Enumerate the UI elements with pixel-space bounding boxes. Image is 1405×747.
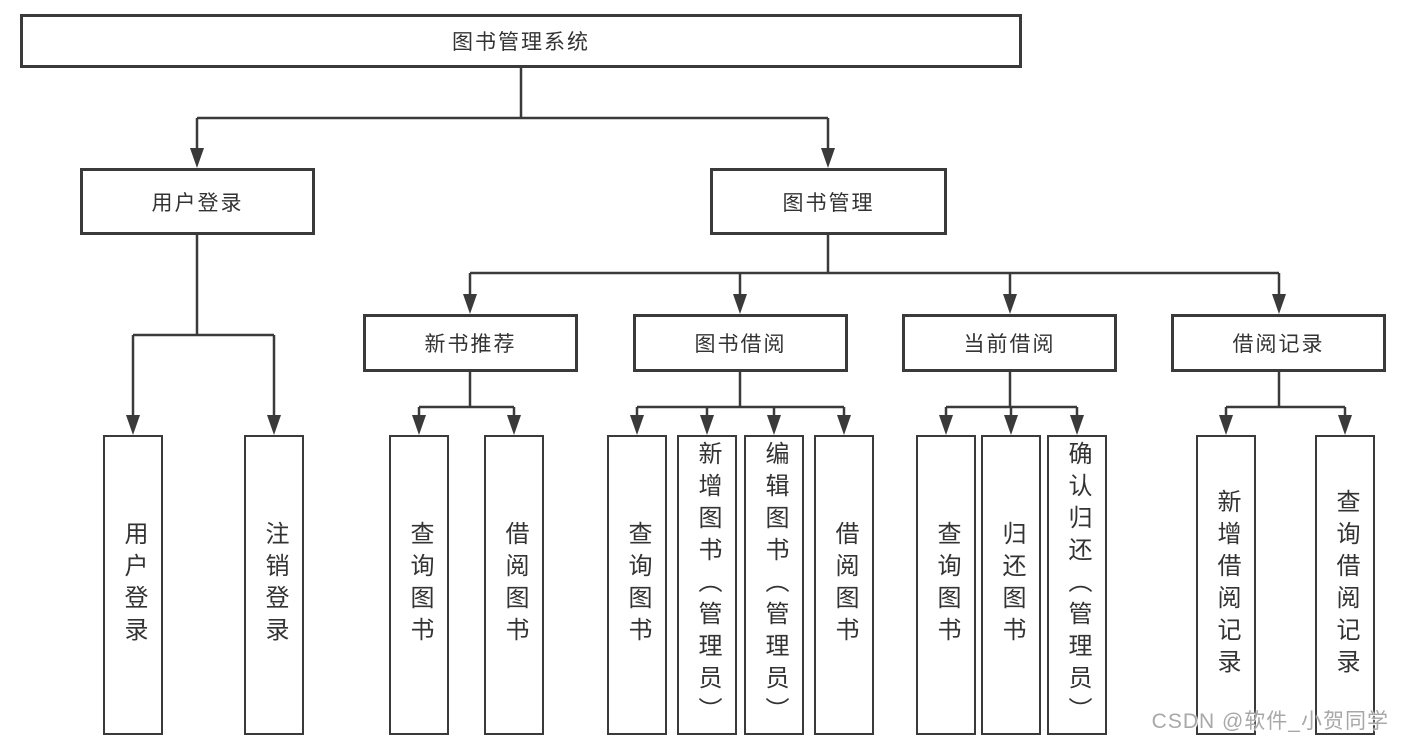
leaf-add-borrow-record-label: 新增借阅记录 [1213, 489, 1240, 681]
node-borrowing-records: 借阅记录 [1171, 314, 1386, 372]
leaf-query-borrow-record: 查询借阅记录 [1315, 435, 1375, 735]
leaf-add-books-admin-label: 新增图书（管理员） [694, 441, 721, 729]
leaf-borrowing-query-books-label: 查询图书 [624, 521, 651, 649]
node-book-management: 图书管理 [710, 168, 947, 235]
leaf-current-query-books: 查询图书 [916, 435, 976, 735]
node-borrowing-records-label: 借阅记录 [1232, 333, 1325, 356]
leaf-user-login: 用户登录 [103, 435, 163, 735]
node-new-book-recommendation-label: 新书推荐 [424, 333, 517, 356]
node-user-login-label: 用户登录 [151, 191, 244, 215]
leaf-borrowing-query-books: 查询图书 [607, 435, 667, 735]
leaf-edit-books-admin: 编辑图书（管理员） [744, 435, 804, 735]
leaf-recommend-borrow-books-label: 借阅图书 [501, 521, 528, 649]
leaf-edit-books-admin-label: 编辑图书（管理员） [761, 441, 788, 729]
leaf-logout-label: 注销登录 [261, 521, 288, 649]
leaf-current-query-books-label: 查询图书 [933, 521, 960, 649]
leaf-logout: 注销登录 [244, 435, 304, 735]
leaf-user-login-label: 用户登录 [120, 521, 147, 649]
leaf-confirm-return-admin-label: 确认归还（管理员） [1064, 441, 1091, 729]
leaf-recommend-borrow-books: 借阅图书 [484, 435, 544, 735]
leaf-add-books-admin: 新增图书（管理员） [677, 435, 737, 735]
leaf-return-books-label: 归还图书 [998, 521, 1025, 649]
node-book-borrowing-label: 图书借阅 [694, 333, 787, 356]
node-root-label: 图书管理系统 [452, 31, 590, 54]
node-book-management-label: 图书管理 [782, 191, 875, 215]
csdn-watermark: CSDN @软件_小贺同学 [1151, 710, 1389, 733]
node-root: 图书管理系统 [20, 14, 1022, 68]
leaf-borrowing-borrow-books: 借阅图书 [814, 435, 874, 735]
leaf-return-books: 归还图书 [981, 435, 1041, 735]
node-user-login: 用户登录 [80, 168, 315, 235]
node-new-book-recommendation: 新书推荐 [363, 314, 578, 372]
node-current-borrowing: 当前借阅 [902, 314, 1117, 372]
leaf-confirm-return-admin: 确认归还（管理员） [1047, 435, 1107, 735]
leaf-recommend-query-books: 查询图书 [389, 435, 449, 735]
node-book-borrowing: 图书借阅 [633, 314, 848, 372]
leaf-borrowing-borrow-books-label: 借阅图书 [831, 521, 858, 649]
leaf-recommend-query-books-label: 查询图书 [406, 521, 433, 649]
leaf-query-borrow-record-label: 查询借阅记录 [1332, 489, 1359, 681]
node-current-borrowing-label: 当前借阅 [963, 333, 1056, 356]
leaf-add-borrow-record: 新增借阅记录 [1196, 435, 1256, 735]
